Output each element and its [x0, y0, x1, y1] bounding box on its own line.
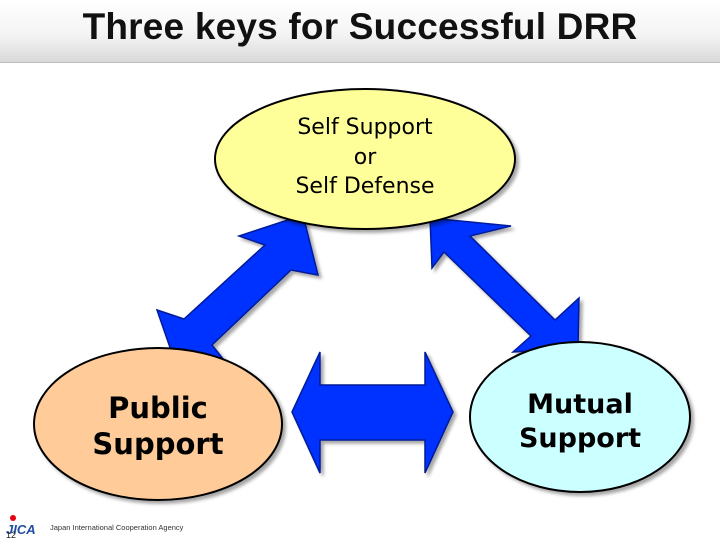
arrow-top-left	[155, 214, 320, 371]
title-bar	[0, 0, 720, 63]
node-public-support-label: Public Support	[38, 390, 278, 463]
public-support-line-2: Support	[92, 427, 224, 462]
jica-logo-icon: JICA	[6, 515, 36, 537]
slide-title: Three keys for Successful DRR	[82, 6, 638, 47]
jica-logo-text: JICA	[6, 522, 36, 537]
arrow-top-right	[429, 217, 580, 353]
agency-name: Japan International Cooperation Agency	[50, 523, 184, 532]
mutual-support-line-1: Mutual	[527, 389, 633, 420]
page-number: 12	[6, 530, 17, 540]
self-support-line-1: Self Support	[297, 115, 433, 140]
mutual-support-line-2: Support	[518, 422, 642, 454]
public-support-line-1: Public	[108, 391, 208, 425]
node-public-support	[33, 347, 283, 501]
node-mutual-support-label: Mutual Support	[470, 388, 690, 456]
self-support-line-3: Self Defense	[295, 174, 435, 200]
node-self-support	[214, 88, 516, 230]
arrow-horizontal	[291, 351, 454, 474]
node-self-support-label: Self Support or Self Defense	[227, 113, 503, 202]
self-support-line-2: or	[353, 144, 377, 170]
node-mutual-support	[469, 341, 691, 493]
